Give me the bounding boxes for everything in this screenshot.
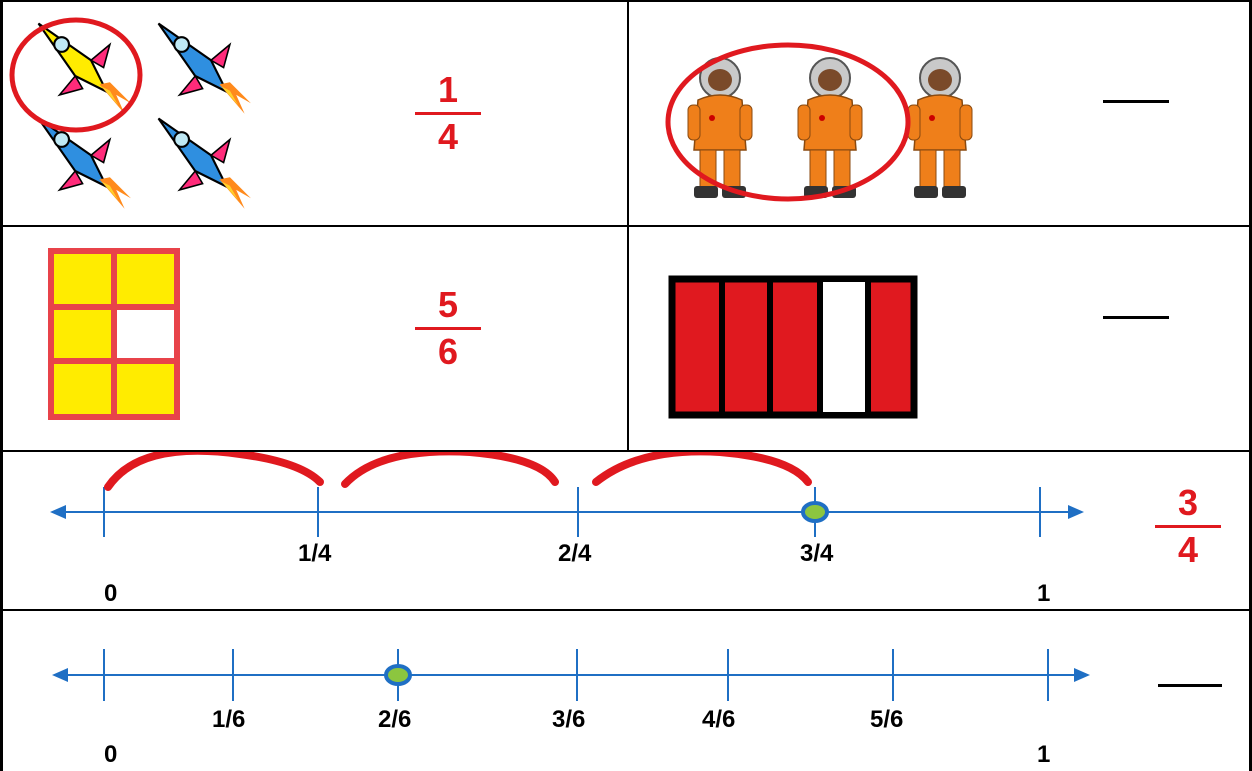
tick-label: 4/6 <box>702 706 736 733</box>
fraction-1-4: 1 4 <box>415 70 481 157</box>
start-label: 0 <box>104 580 118 607</box>
marked-point <box>384 664 412 686</box>
column-divider <box>627 0 629 450</box>
number-line-sixths <box>52 649 1090 701</box>
arrow-left <box>52 668 68 682</box>
rockets-picture <box>9 17 252 210</box>
denominator: 4 <box>1177 529 1199 570</box>
circle-highlight <box>9 17 143 133</box>
answer-blank-1[interactable] <box>1103 100 1169 103</box>
table-border-right <box>1249 0 1252 771</box>
hop-arrow <box>592 452 812 486</box>
tick-label: 2/4 <box>558 540 592 567</box>
answer-blank-3[interactable] <box>1158 684 1222 687</box>
numerator: 3 <box>1177 482 1199 523</box>
numerator: 5 <box>437 284 459 325</box>
marked-point <box>801 501 829 523</box>
arrow-right <box>1074 668 1090 682</box>
fraction-bar <box>1155 525 1221 528</box>
table-border-left <box>0 0 3 771</box>
hop-arrow <box>104 452 324 491</box>
tick-label: 2/6 <box>378 706 412 733</box>
fraction-5-6: 5 6 <box>415 285 481 372</box>
fraction-bar <box>415 112 481 115</box>
shaded-bar <box>668 275 918 419</box>
row-divider-2 <box>0 450 1252 452</box>
unshaded-part <box>114 307 177 361</box>
answer-blank-2[interactable] <box>1103 316 1169 319</box>
tick-label: 3/6 <box>552 706 586 733</box>
astronaut-icon <box>797 57 863 199</box>
tick-label: 1/6 <box>212 706 246 733</box>
table-border-top <box>0 0 1252 2</box>
rocket-icon <box>157 117 252 210</box>
arrow-left <box>50 505 66 519</box>
end-label: 1 <box>1037 741 1051 768</box>
tick-label: 5/6 <box>870 706 904 733</box>
astronauts-picture <box>665 42 973 202</box>
rocket-icon <box>37 22 132 115</box>
denominator: 6 <box>437 331 459 372</box>
fraction-bar <box>415 327 481 330</box>
row-divider-3 <box>0 609 1252 611</box>
numerator: 1 <box>437 69 459 110</box>
start-label: 0 <box>104 741 118 768</box>
hop-arrow <box>341 452 559 488</box>
fraction-3-4: 3 4 <box>1155 483 1221 570</box>
arrow-right <box>1068 505 1084 519</box>
tick-label: 3/4 <box>800 540 834 567</box>
end-label: 1 <box>1037 580 1051 607</box>
denominator: 4 <box>437 116 459 157</box>
astronaut-icon <box>907 57 973 199</box>
rocket-icon <box>157 22 252 115</box>
astronaut-icon <box>687 57 753 199</box>
circle-highlight <box>665 42 911 202</box>
unshaded-part <box>820 282 866 412</box>
tick-label: 1/4 <box>298 540 332 567</box>
shaded-grid <box>48 248 180 420</box>
row-divider-1 <box>0 225 1252 227</box>
number-line-quarters <box>50 452 1084 537</box>
